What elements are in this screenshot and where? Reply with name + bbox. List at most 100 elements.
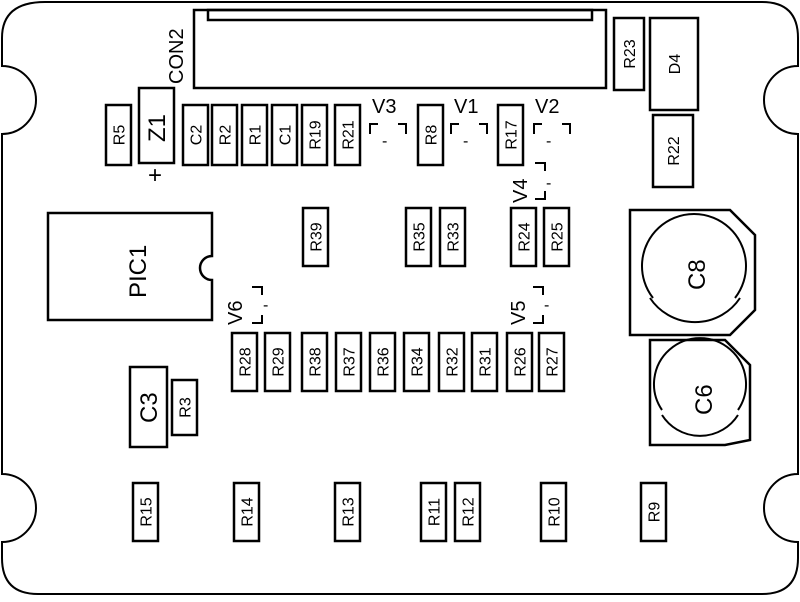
component-label: R11 [427, 498, 444, 526]
component-r21: R21 [333, 103, 362, 167]
component-label: R34 [410, 347, 427, 376]
component-d4: D4 [648, 16, 700, 112]
component-label: R19 [308, 120, 325, 149]
v3-label: V3 [372, 96, 396, 118]
svg-text:-: - [546, 133, 551, 150]
component-label: R9 [647, 502, 664, 523]
capacitor-c6: C6 [648, 337, 752, 447]
component-r12: R12 [453, 481, 482, 543]
v6-label: V6 [225, 301, 247, 325]
ic-pic1: PIC1 [46, 211, 214, 322]
component-r19: R19 [300, 103, 329, 167]
v5-label: V5 [508, 301, 530, 325]
component-label: R27 [545, 347, 562, 376]
component-label: R28 [238, 347, 255, 376]
component-r8: R8 [416, 103, 445, 167]
c6-label: C6 [691, 384, 718, 415]
component-label: R26 [513, 347, 530, 376]
con2-label: CON2 [166, 28, 188, 84]
component-r5: R5 [104, 103, 133, 167]
component-label: R36 [376, 347, 393, 376]
transistor-v5: - V5 [508, 286, 549, 325]
component-r32: R32 [437, 331, 466, 393]
component-r9: R9 [639, 481, 668, 543]
component-r23: R23 [612, 16, 646, 92]
capacitor-c8: C8 [628, 208, 757, 337]
component-r34: R34 [402, 331, 431, 393]
component-label: R37 [342, 347, 359, 376]
svg-text:-: - [546, 175, 551, 192]
component-label: R38 [308, 347, 325, 376]
transistor-v3: - V3 [369, 96, 407, 150]
component-r27: R27 [537, 331, 566, 393]
component-label: R14 [240, 497, 257, 526]
component-r37: R37 [334, 331, 363, 393]
component-r35: R35 [404, 206, 433, 268]
component-r33: R33 [438, 206, 467, 268]
component-label: R3 [178, 397, 195, 418]
component-label: D4 [667, 54, 684, 75]
component-label: R21 [341, 120, 358, 149]
c3-label: C3 [136, 392, 163, 423]
v2-label: V2 [535, 96, 559, 118]
component-r26: R26 [505, 331, 534, 393]
component-r3: R3 [170, 378, 199, 437]
component-r14: R14 [232, 481, 261, 543]
svg-text:-: - [263, 297, 268, 314]
component-c1: C1 [270, 103, 299, 167]
component-label: R15 [139, 497, 156, 526]
component-label: R25 [550, 222, 567, 251]
component-r36: R36 [368, 331, 397, 393]
component-r22: R22 [651, 113, 695, 189]
pic1-label: PIC1 [125, 245, 152, 298]
svg-text:-: - [463, 133, 468, 150]
component-label: R24 [517, 222, 534, 251]
zener-z1: Z1 + [137, 86, 176, 189]
component-r17: R17 [496, 103, 525, 167]
component-label: R12 [461, 497, 478, 526]
component-label: R1 [248, 125, 265, 146]
component-r29: R29 [263, 331, 292, 393]
capacitor-c3: C3 [128, 365, 169, 449]
component-label: R13 [341, 497, 358, 526]
component-label: C1 [278, 125, 295, 146]
v1-label: V1 [454, 96, 478, 118]
component-r38: R38 [300, 331, 329, 393]
component-r10: R10 [539, 481, 568, 543]
component-label: R8 [424, 125, 441, 146]
component-r15: R15 [131, 481, 160, 543]
component-r24: R24 [509, 206, 538, 268]
component-label: R29 [271, 347, 288, 376]
z1-label: Z1 [144, 114, 171, 142]
component-label: R22 [666, 136, 683, 165]
component-r28: R28 [230, 331, 259, 393]
component-label: R17 [504, 120, 521, 149]
component-label: R31 [478, 347, 495, 376]
component-label: R2 [218, 125, 235, 146]
svg-text:-: - [544, 297, 549, 314]
connector-con2: CON2 [166, 8, 608, 90]
component-r25: R25 [542, 206, 571, 268]
component-label: R10 [547, 497, 564, 526]
component-label: R32 [445, 347, 462, 376]
component-label: R33 [446, 222, 463, 251]
transistor-v6: - V6 [225, 286, 268, 325]
component-r11: R11 [419, 481, 448, 543]
component-c2: C2 [181, 103, 210, 167]
transistor-v1: - V1 [450, 96, 488, 150]
transistor-v4: - V4 [510, 162, 551, 203]
component-r31: R31 [470, 331, 499, 393]
component-label: R39 [309, 222, 326, 251]
component-label: R35 [412, 222, 429, 251]
c8-label: C8 [684, 259, 711, 290]
component-label: R23 [622, 39, 639, 68]
component-r13: R13 [333, 481, 362, 543]
plus-sign: + [148, 162, 162, 189]
component-label: R5 [112, 125, 129, 146]
component-r39: R39 [301, 206, 330, 268]
v4-label: V4 [510, 179, 532, 203]
svg-text:-: - [382, 133, 387, 150]
